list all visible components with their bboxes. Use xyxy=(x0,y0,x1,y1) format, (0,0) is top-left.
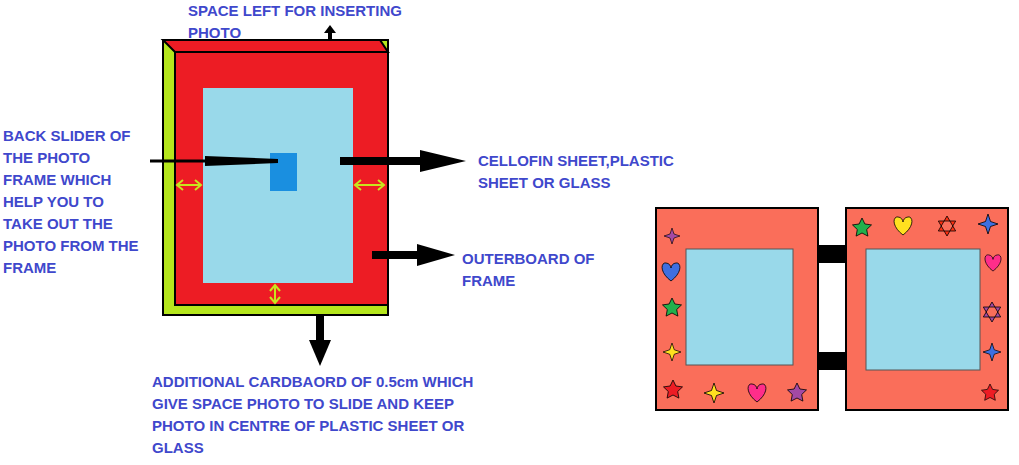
leader-arrows xyxy=(150,25,466,366)
back-board xyxy=(163,40,388,315)
photo-window xyxy=(686,249,793,365)
frame-right xyxy=(846,208,1008,410)
callout-label: CELLOFIN SHEET,PLASTIC SHEET OR GLASS xyxy=(478,150,683,194)
frame-left xyxy=(656,208,818,410)
hinge xyxy=(818,245,846,263)
callout-label: BACK SLIDER OF THE PHOTO FRAME WHICH HEL… xyxy=(3,125,143,279)
decorations xyxy=(662,214,1001,403)
callout-label: ADDITIONAL CARDBAORD OF 0.5cm WHICH GIVE… xyxy=(152,371,497,459)
top-edge xyxy=(163,40,388,52)
callout-label: SPACE LEFT FOR INSERTING PHOTO xyxy=(188,0,418,44)
outer-board xyxy=(175,52,388,305)
callout-label: OUTERBOARD OF FRAME xyxy=(462,248,612,292)
gap-arrows xyxy=(177,180,384,303)
photo-window xyxy=(866,249,980,370)
plastic-sheet xyxy=(203,88,353,283)
hinge xyxy=(818,352,846,370)
back-slider xyxy=(270,153,297,191)
